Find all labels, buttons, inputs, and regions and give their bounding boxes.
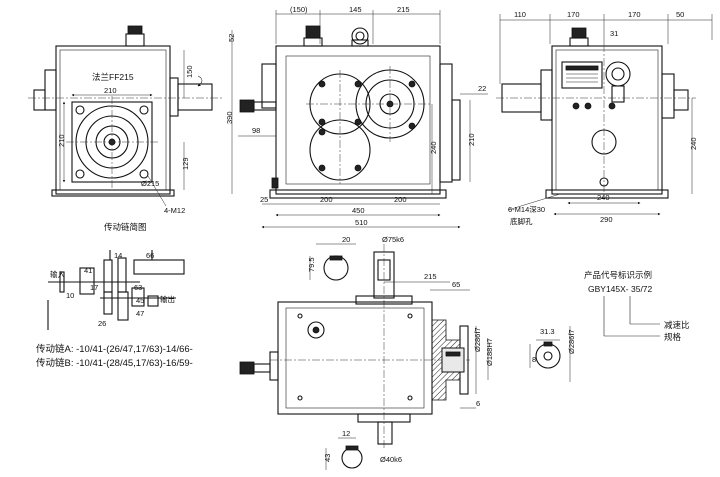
- chain-output-label: 输出: [160, 294, 175, 304]
- dim-side-240: 240: [429, 141, 438, 154]
- dim-side-top150: (150): [290, 5, 308, 14]
- dim-rear-170a: 170: [567, 10, 580, 19]
- dim-detail-286: Ø286f7: [567, 329, 576, 354]
- dim-side-98: 98: [252, 126, 260, 135]
- flange-label: 法兰FF215: [92, 72, 134, 82]
- dim-bot-795: 79.5: [307, 257, 316, 272]
- dim-side-52: 52: [227, 34, 236, 42]
- chain-num-17: 17: [90, 283, 98, 292]
- product-code-ratio: 减速比: [664, 320, 690, 330]
- chain-num-63: 63: [134, 283, 142, 292]
- chain-num-26: 26: [98, 319, 106, 328]
- dim-bot-6: 6: [476, 399, 480, 408]
- product-code-spec: 规格: [664, 332, 682, 342]
- chain-diagram: 传动链简图 输入 输出 14 66 41 10 17 63 45 26 47 传…: [36, 222, 193, 369]
- rear-view: 110 170 170 50 31: [496, 10, 713, 226]
- dim-rear-170b: 170: [628, 10, 641, 19]
- chain-num-14: 14: [114, 251, 122, 260]
- dim-bot-12: 12: [342, 429, 350, 438]
- dim-bot-20: 20: [342, 235, 350, 244]
- bottom-view: 20 79.5 Ø75k6 215 65 Ø286f7 Ø188H7: [239, 235, 494, 470]
- dim-bot-65: 65: [452, 280, 460, 289]
- dim-bot-43: 43: [323, 454, 332, 462]
- dim-side-top145: 145: [349, 5, 362, 14]
- chain-title: 传动链简图: [104, 222, 147, 232]
- chain-num-45: 45: [136, 296, 144, 305]
- dim-side-200b: 200: [394, 195, 407, 204]
- product-code-value: GBY145X- 35/72: [588, 284, 653, 294]
- product-code: 产品代号标识示例 GBY145X- 35/72 减速比 规格: [584, 270, 690, 342]
- dim-bot-215: 215: [424, 272, 437, 281]
- dim-side-top215: 215: [397, 5, 410, 14]
- note-bolt: 6-M14深30: [508, 205, 545, 214]
- dim-side-450: 450: [352, 206, 365, 215]
- dim-side-210: 210: [467, 133, 476, 146]
- chain-num-41: 41: [84, 266, 92, 275]
- dim-rear-110: 110: [514, 10, 526, 19]
- chain-num-10: 10: [66, 291, 74, 300]
- dim-front-150: 150: [185, 65, 194, 78]
- dim-side-200a: 200: [320, 195, 333, 204]
- front-view: 法兰FF215 210 210 Ø215 4-M12 150 129: [28, 25, 222, 215]
- dim-bot-75: Ø75k6: [382, 235, 404, 244]
- dim-rear-240h: 240: [689, 137, 698, 150]
- dim-front-129: 129: [181, 157, 190, 170]
- dim-front-215: Ø215: [141, 179, 159, 188]
- note-foot: 底脚孔: [510, 216, 533, 226]
- dim-bot-286: Ø286f7: [473, 327, 482, 352]
- dim-bot-188: Ø188H7: [485, 338, 494, 366]
- side-view: (150) 145 215: [225, 5, 488, 229]
- chain-b: 传动链B: -10/41-(28/45,17/63)-16/59-: [36, 357, 193, 369]
- dim-front-210w: 210: [104, 86, 117, 95]
- chain-num-47: 47: [136, 309, 144, 318]
- dim-front-210h: 210: [57, 134, 66, 147]
- dim-rear-290: 290: [600, 215, 613, 224]
- dim-side-25: 25: [260, 195, 268, 204]
- dim-front-bolt: 4-M12: [164, 206, 185, 215]
- dim-rear-31: 31: [610, 29, 618, 38]
- product-code-title: 产品代号标识示例: [584, 270, 652, 280]
- chain-input-label: 输入: [50, 269, 65, 279]
- dim-side-510: 510: [355, 218, 368, 227]
- chain-a: 传动链A: -10/41-(26/47,17/63)-14/66-: [36, 343, 193, 355]
- dim-detail-313: 31.3: [540, 327, 555, 336]
- chain-num-66: 66: [146, 251, 154, 260]
- dim-side-390: 390: [225, 111, 234, 124]
- dim-side-22: 22: [478, 84, 486, 93]
- dim-detail-8: 8: [532, 355, 536, 364]
- dim-rear-240w: 240: [597, 193, 610, 202]
- dim-bot-40: Ø40k6: [380, 455, 402, 464]
- dim-rear-50: 50: [676, 10, 684, 19]
- detail-view: 31.3 8 Ø286f7: [529, 326, 576, 382]
